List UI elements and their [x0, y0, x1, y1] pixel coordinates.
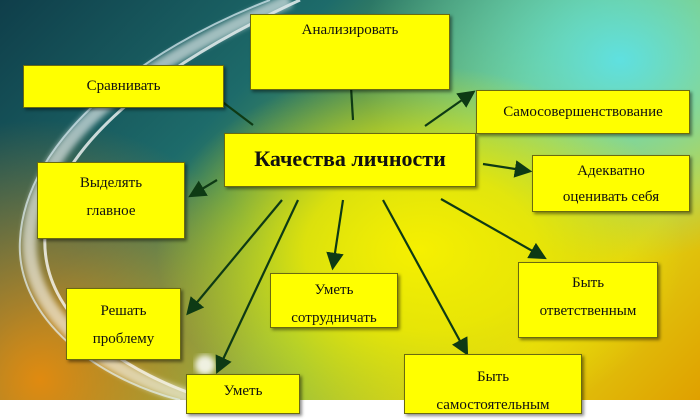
node-label: Уметь	[223, 383, 263, 399]
node-adequate: Адекватно оценивать себя	[532, 155, 690, 212]
node-label: Быть	[476, 369, 510, 385]
node-label: Решать	[100, 303, 147, 319]
node-compare: Сравнивать	[23, 65, 224, 108]
node-label: проблему	[92, 331, 155, 347]
node-responsible: Быть ответственным	[518, 262, 658, 338]
arrow-highlight	[188, 179, 218, 198]
node-cooperate: Уметь сотрудничать	[270, 273, 398, 328]
node-independent: Быть самостоятельным	[404, 354, 582, 414]
arrow-cooperate	[326, 199, 345, 271]
node-label: Уметь	[314, 282, 354, 298]
center-node: Качества личности	[224, 133, 476, 187]
node-label: Самосовершенствование	[503, 104, 663, 120]
arrow-independent	[382, 199, 469, 356]
node-label: Сравнивать	[86, 78, 161, 94]
node-solve: Решать проблему	[66, 288, 181, 360]
arrow-able	[215, 199, 299, 374]
node-label: Быть	[571, 275, 605, 291]
node-highlight: Выделять главное	[37, 162, 185, 239]
arrow-solve	[186, 199, 283, 316]
node-label: ответственным	[539, 303, 637, 319]
node-label: Анализировать	[301, 22, 399, 38]
node-selfimprove: Самосовершенствование	[476, 90, 690, 134]
node-analyze: Анализировать	[250, 14, 450, 90]
node-able: Уметь	[186, 374, 300, 414]
node-label: главное	[86, 203, 136, 219]
node-label: самостоятельным	[436, 397, 550, 413]
node-label: оценивать себя	[562, 189, 660, 205]
node-label: Выделять	[79, 175, 143, 191]
node-label: сотрудничать	[291, 310, 377, 326]
arrow-selfimprove	[424, 90, 476, 127]
arrow-adequate	[482, 160, 533, 178]
node-label: Адекватно	[577, 163, 645, 179]
arrow-responsible	[440, 198, 547, 260]
center-label: Качества личности	[254, 146, 446, 171]
